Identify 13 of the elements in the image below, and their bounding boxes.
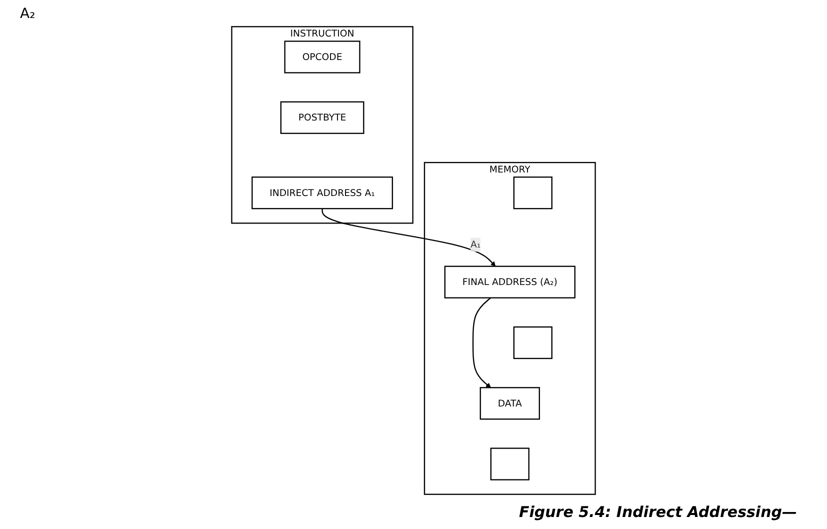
- node-box: [490, 448, 530, 480]
- node-box: INDIRECT ADDRESS A₁: [252, 176, 393, 210]
- arrow: [472, 297, 492, 388]
- node-box: [513, 326, 552, 360]
- node-box: [513, 176, 552, 210]
- node-box: POSTBYTE: [280, 101, 364, 134]
- node-box: DATA: [480, 387, 540, 420]
- figure-caption: Figure 5.4: Indirect Addressing—: [519, 503, 797, 521]
- edge-label: A₁: [470, 238, 481, 250]
- arrow: [322, 208, 496, 267]
- node-box: OPCODE: [284, 40, 360, 74]
- address-label: A₂: [20, 6, 36, 22]
- node-box: FINAL ADDRESS (A₂): [444, 266, 576, 298]
